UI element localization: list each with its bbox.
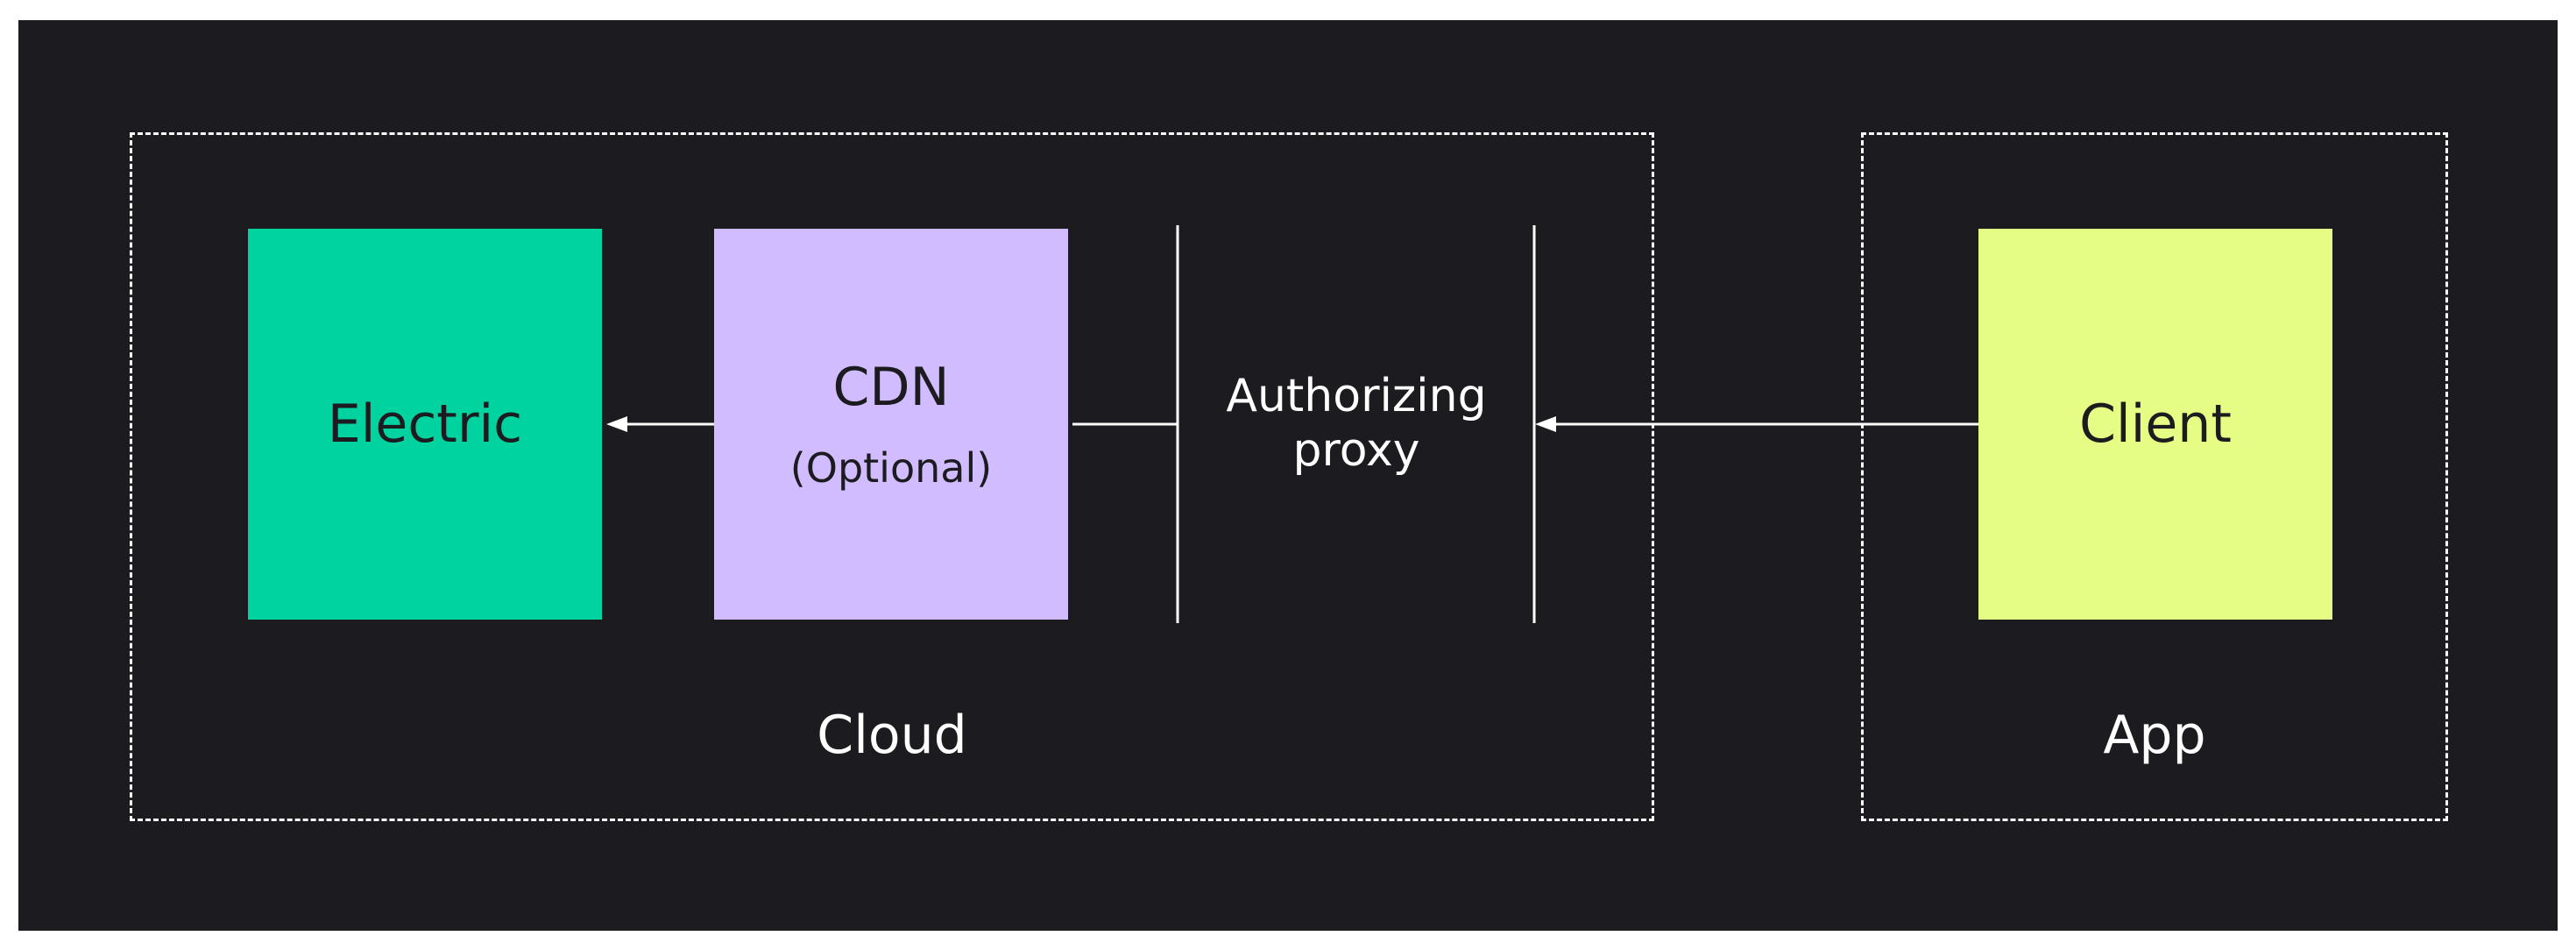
cdn-title: CDN	[832, 357, 950, 418]
cdn-subtitle: (Optional)	[789, 444, 993, 492]
diagram-canvas: Cloud App Electric CDN (Optional) Author…	[18, 20, 2558, 931]
connectors	[606, 225, 1978, 623]
electric-title: Electric	[327, 393, 523, 455]
client-node: Client	[1978, 229, 2332, 620]
cdn-to-electric-arrowhead	[606, 416, 627, 432]
client-title: Client	[2079, 393, 2232, 455]
electric-node: Electric	[248, 229, 602, 620]
client-to-proxy-arrowhead	[1535, 416, 1556, 432]
cdn-node: CDN (Optional)	[714, 229, 1068, 620]
authorizing-proxy-label: Authorizing proxy	[1226, 370, 1487, 477]
app-group: App	[1861, 132, 2448, 821]
cloud-group: Cloud	[130, 132, 1654, 821]
cloud-label: Cloud	[817, 705, 967, 766]
app-label: App	[2103, 705, 2206, 766]
